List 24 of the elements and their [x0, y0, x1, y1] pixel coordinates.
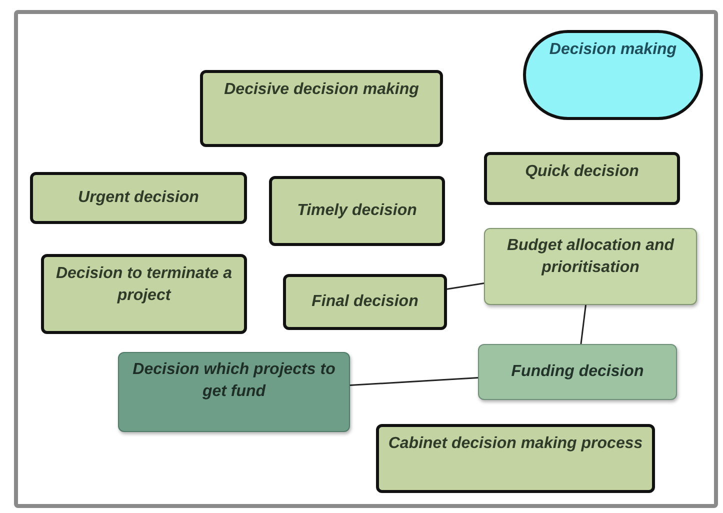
topic-box	[484, 152, 680, 205]
topic-box	[118, 352, 350, 432]
topic-box	[478, 344, 677, 400]
topic-box	[41, 254, 247, 334]
topic-text: Timely decision	[297, 201, 417, 221]
topic-box	[376, 424, 655, 493]
topic-text: Decision making	[549, 40, 677, 60]
topic-box	[269, 176, 445, 246]
connector-line	[350, 377, 478, 386]
topic-text: Cabinet decision making process	[388, 434, 643, 454]
topic-text: Decision to terminate a project	[54, 264, 234, 306]
topic-text: Budget allocation and prioritisation	[506, 236, 676, 278]
topic-text: Urgent decision	[78, 188, 199, 208]
topic-box	[30, 172, 247, 224]
topic-box	[484, 228, 697, 305]
topic-box	[283, 274, 447, 330]
topic-text: Quick decision	[525, 162, 639, 182]
topic-text: Final decision	[312, 292, 418, 312]
topic-text: Funding decision	[511, 362, 644, 382]
topic-box	[200, 70, 443, 147]
connector-line	[580, 304, 586, 344]
topic-text: Decisive decision making	[224, 80, 419, 100]
topic-text: Decision which projects to get fund	[132, 360, 336, 402]
connector-line	[446, 282, 484, 290]
